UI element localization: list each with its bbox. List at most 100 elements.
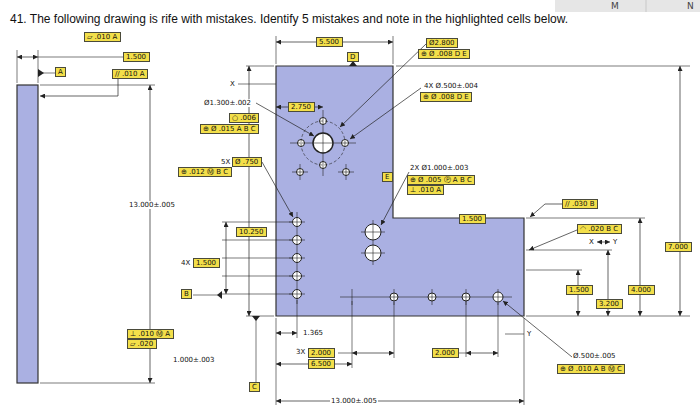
box-text: 1.500	[126, 53, 146, 61]
sheet-header	[646, 0, 647, 12]
control-frame: ⊥ .010 Ⓜ A	[127, 329, 174, 339]
box-text: ⊕ Ø .010 A B Ⓜ C	[560, 365, 622, 373]
dimension-line	[276, 333, 297, 334]
dimension-box: Ø .750	[232, 157, 262, 167]
control-frame: ▱ .010 A	[84, 32, 121, 42]
side-view	[17, 85, 38, 383]
dimension-line	[640, 218, 641, 316]
side-view	[17, 85, 38, 383]
axis-label: Y	[612, 238, 618, 246]
leader-line	[340, 44, 426, 127]
box-text: ⊕ Ø .008 D E	[421, 50, 467, 58]
part-outline	[276, 66, 524, 316]
hole-callout: 5X	[220, 158, 231, 166]
box-text: // .010 A	[115, 70, 145, 78]
extension-line	[396, 66, 690, 316]
datum-triangle	[252, 316, 260, 321]
datum-box: D	[347, 52, 359, 62]
dimension-line	[17, 42, 680, 401]
dimension-text: 13.000±.005	[330, 397, 378, 405]
box-text: ⊕ Ø .015 A B C	[203, 125, 256, 133]
dimension-line	[597, 242, 610, 243]
datum-box: B	[181, 289, 192, 299]
control-frame: ⊕ Ø .008 D E	[418, 49, 470, 59]
leader-line	[262, 162, 293, 217]
box-text: ◠ .020 B C	[580, 225, 618, 233]
leader-line	[530, 204, 562, 217]
box-text: // .030 B	[565, 200, 595, 208]
dimension-box: 1.500	[123, 52, 150, 62]
dimension-box: 2.000	[432, 348, 459, 358]
leader-line	[503, 301, 572, 357]
dimension-text: 1.000±.003	[172, 356, 216, 364]
axis-label: Y	[526, 330, 532, 338]
axis-label: X	[588, 238, 595, 246]
dimension-line	[226, 222, 227, 294]
box-text: ⊕ .012 Ⓜ B C	[181, 168, 228, 176]
column-header: N	[686, 1, 695, 11]
dimension-line	[352, 353, 394, 354]
box-text: A	[58, 68, 63, 76]
box-text: ⊥ .010 Ⓜ A	[130, 330, 170, 338]
box-text: Ø2.800	[429, 39, 455, 47]
dimension-box: 10.250	[236, 227, 267, 237]
title: 41. The following drawing is rife with m…	[10, 12, 568, 26]
box-text: 1.500	[569, 286, 589, 294]
center-line	[292, 164, 354, 180]
extension-line	[222, 222, 292, 294]
dimension-text: 13.000±.005	[128, 201, 176, 209]
control-frame: ⊕ Ø .010 A B Ⓜ C	[557, 364, 625, 374]
datum-triangle	[38, 69, 44, 77]
box-text: ⊕ Ø .005 Ⓟ A B C	[410, 176, 472, 184]
control-frame: ○ .006	[229, 113, 259, 123]
box-text: ▱ .020	[130, 340, 153, 348]
box-text: ⊥ .010 A	[410, 186, 441, 194]
center-line	[289, 110, 512, 305]
dimension-text: 1.365	[302, 329, 324, 337]
datum-triangle	[217, 291, 222, 299]
box-text: 2.750	[291, 103, 311, 111]
control-frame: // .010 A	[112, 69, 148, 79]
box-text: B	[184, 290, 189, 298]
hole-callout: Ø1.300±.002	[203, 99, 252, 107]
extension-line	[17, 36, 690, 405]
datum-box: A	[55, 67, 66, 77]
leader-line	[40, 44, 577, 357]
box-text: ▱ .010 A	[87, 33, 117, 41]
column-header: M	[610, 1, 620, 11]
dimension-box: 1.500	[566, 285, 593, 295]
datum-triangle	[38, 61, 357, 321]
dimension-text: 3X	[295, 348, 306, 356]
center-line	[340, 289, 512, 305]
dimension-box: 5.500	[316, 37, 343, 47]
extension-line	[276, 300, 524, 405]
box-text: ⊕ Ø .008 D E	[423, 93, 469, 101]
box-text: 1.500	[462, 215, 482, 223]
hole	[293, 118, 504, 303]
part-outline	[276, 66, 524, 316]
box-text: 7.000	[668, 243, 688, 251]
datum-box: C	[249, 382, 260, 392]
dimension-box: 2.000	[308, 348, 335, 358]
control-frame: ▱ .020	[127, 339, 157, 349]
box-text: 2.000	[435, 349, 455, 357]
box-text: 4.000	[631, 286, 651, 294]
dimension-line	[466, 353, 498, 354]
control-frame: ⊕ .012 Ⓜ B C	[178, 167, 232, 177]
control-frame: // .030 B	[562, 199, 598, 209]
extension-line	[38, 57, 524, 382]
dimension-box: 1.500	[193, 258, 220, 268]
datum-box: E	[382, 172, 393, 182]
leader-line	[350, 88, 421, 139]
control-frame: ⊕ Ø .008 D E	[420, 92, 472, 102]
hole-callout: 2X Ø1.000±.003	[409, 164, 469, 172]
dimension-line	[17, 57, 38, 58]
extension-line	[17, 36, 393, 383]
control-frame: ◠ .020 B C	[577, 224, 622, 234]
box-text: E	[385, 173, 389, 181]
box-text: 6.500	[311, 360, 331, 368]
box-text: 1.500	[196, 259, 216, 267]
box-text: D	[350, 53, 355, 61]
dimension-line	[276, 401, 524, 402]
sheet-header	[555, 0, 700, 12]
